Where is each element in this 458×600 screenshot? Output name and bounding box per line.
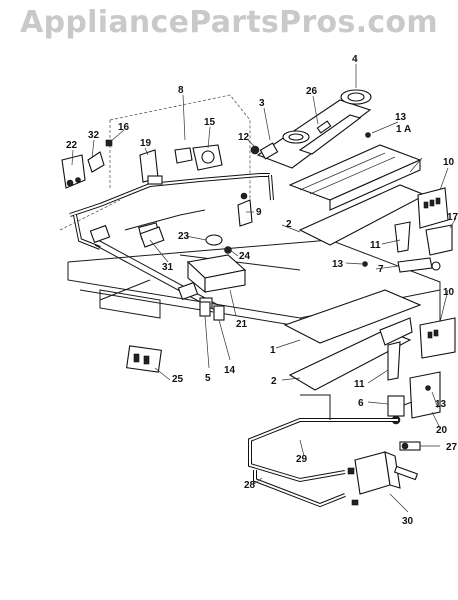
part-13-screw-b	[362, 261, 368, 267]
label-2-b: 2	[271, 376, 277, 387]
label-23: 23	[178, 231, 190, 242]
part-13-screw-a	[365, 132, 371, 138]
label-2-a: 2	[286, 219, 292, 230]
part-23-spring	[205, 234, 223, 246]
label-14: 14	[224, 365, 236, 376]
label-32: 32	[88, 130, 100, 141]
label-10-a: 10	[443, 157, 455, 168]
label-28: 28	[244, 480, 256, 491]
label-17: 17	[447, 212, 458, 223]
label-11-a: 11	[370, 240, 381, 251]
part-26-screw	[316, 120, 332, 134]
label-26: 26	[306, 86, 318, 97]
valve-right	[177, 281, 199, 301]
part-6-valve	[387, 395, 405, 417]
part-20-bracket	[409, 371, 441, 419]
label-13-b: 13	[332, 259, 344, 270]
part-24-nut	[224, 246, 232, 254]
label-6: 6	[358, 398, 364, 409]
part-10-upper-bracket	[417, 187, 449, 229]
label-29: 29	[296, 454, 308, 465]
part-17-bracket	[425, 224, 453, 256]
part-3-burner	[256, 99, 372, 169]
label-19: 19	[140, 138, 152, 149]
part-13-screw-c	[425, 385, 431, 391]
part-11-lower-tube	[387, 341, 401, 381]
part-2-lower-plate	[288, 329, 412, 391]
valve-left	[89, 224, 111, 244]
label-4: 4	[352, 54, 358, 65]
part-22-bracket	[61, 154, 86, 189]
label-8: 8	[178, 85, 184, 96]
lower-shelf	[99, 289, 161, 319]
part-5-fitting	[199, 301, 211, 317]
part-11-upper-tube	[394, 221, 411, 253]
label-21: 21	[236, 319, 248, 330]
watermark-logo: AppliancePartsPros.com	[20, 5, 438, 40]
part-30-regulator	[354, 451, 391, 495]
label-15: 15	[204, 117, 216, 128]
label-24: 24	[239, 251, 251, 262]
frame-outline	[59, 94, 251, 231]
label-13-c: 13	[435, 399, 447, 410]
part-9-bracket	[237, 199, 253, 227]
part-1-lower-shield	[283, 289, 422, 344]
label-13-a: 13	[395, 112, 407, 123]
label-16: 16	[118, 122, 130, 133]
label-9: 9	[256, 207, 262, 218]
label-10-b: 10	[443, 287, 455, 298]
label-3: 3	[259, 98, 265, 109]
part-14-fitting	[213, 305, 225, 321]
part-31-valve	[139, 226, 165, 248]
label-27: 27	[446, 442, 458, 453]
label-25: 25	[172, 374, 184, 385]
part-7-electrode	[397, 257, 433, 273]
label-30: 30	[402, 516, 414, 527]
part-10-lower-bracket	[419, 317, 456, 359]
label-20: 20	[436, 425, 448, 436]
label-22: 22	[66, 140, 78, 151]
label-5: 5	[205, 373, 211, 384]
label-11-b: 11	[354, 379, 365, 390]
label-12: 12	[238, 132, 250, 143]
label-1a: 1 A	[396, 124, 411, 135]
label-31: 31	[162, 262, 174, 273]
label-7: 7	[378, 264, 384, 275]
label-1: 1	[270, 345, 276, 356]
leader-lines	[71, 64, 457, 513]
